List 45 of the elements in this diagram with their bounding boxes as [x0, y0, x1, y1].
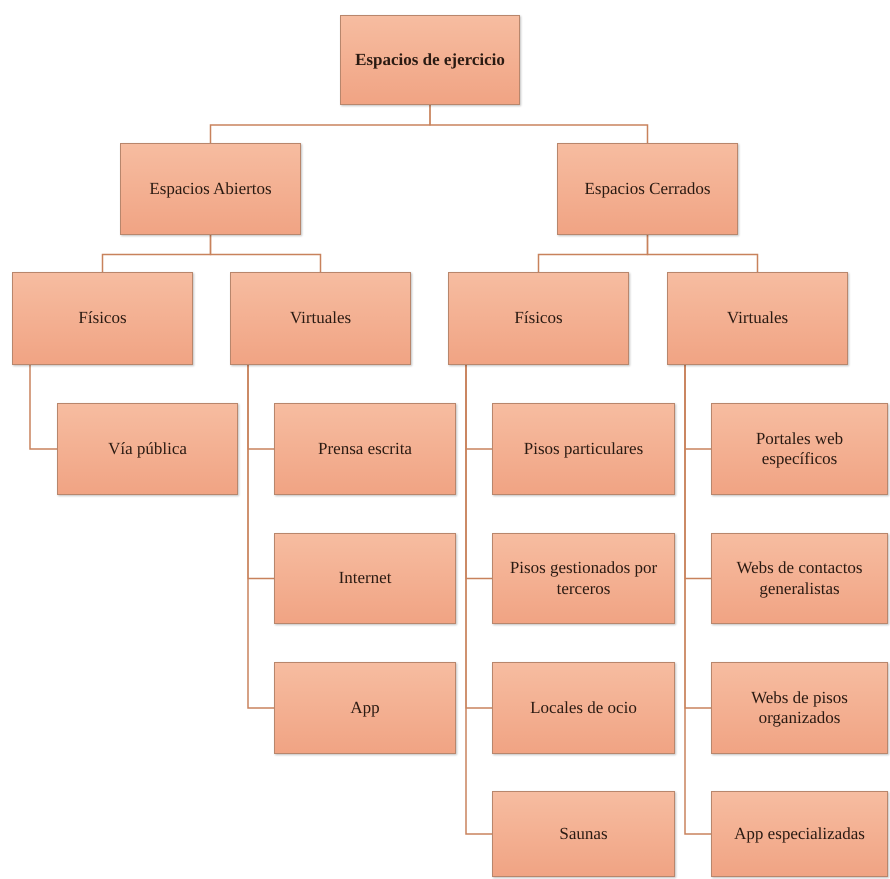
box-label: Portales web específicos	[754, 428, 844, 470]
box-label: Espacios de ejercicio	[355, 50, 505, 70]
connector-line	[465, 365, 492, 835]
box-label: Webs de pisos organizados	[750, 688, 849, 728]
hierarchy-box	[120, 143, 301, 235]
hierarchy-box	[492, 662, 675, 754]
box-label: Webs de contactos generalistas	[735, 558, 864, 599]
connector-line	[684, 365, 711, 835]
hierarchy-box	[711, 403, 888, 495]
hierarchy-box	[711, 791, 888, 877]
hierarchy-box	[492, 403, 675, 495]
hierarchy-box	[667, 272, 848, 365]
hierarchy-box	[274, 403, 456, 495]
box-label: Espacios Cerrados	[584, 178, 711, 200]
hierarchy-box	[711, 662, 888, 754]
box-label: Prensa escrita	[318, 438, 412, 460]
box-label: Físicos	[514, 308, 563, 329]
connector-line	[29, 365, 57, 450]
hierarchy-box	[557, 143, 738, 235]
box-label: Vía pública	[108, 438, 187, 460]
hierarchy-box	[711, 533, 888, 624]
hierarchy-box	[274, 662, 456, 754]
box-label: App	[350, 698, 380, 718]
box-label: Locales de ocio	[530, 698, 637, 718]
hierarchy-box	[12, 272, 193, 365]
hierarchy-box	[57, 403, 238, 495]
connector-line	[247, 365, 274, 709]
hierarchy-box	[230, 272, 411, 365]
box-label: Pisos gestionados por terceros	[508, 558, 658, 599]
hierarchy-box	[492, 791, 675, 877]
hierarchy-box	[492, 533, 675, 624]
hierarchy-box	[340, 15, 520, 105]
connector-line	[646, 235, 758, 272]
box-label: Virtuales	[290, 308, 352, 329]
box-label: Internet	[338, 568, 392, 589]
box-label: App especializadas	[734, 824, 865, 844]
hierarchy-box	[274, 533, 456, 624]
connector-line	[429, 105, 648, 143]
box-label: Virtuales	[726, 308, 788, 329]
box-label: Espacios Abiertos	[149, 178, 272, 200]
box-label: Físicos	[78, 308, 127, 329]
box-label: Saunas	[559, 824, 608, 844]
hierarchy-box	[448, 272, 629, 365]
connector-line	[210, 235, 322, 272]
box-label: Pisos particulares	[524, 438, 644, 460]
